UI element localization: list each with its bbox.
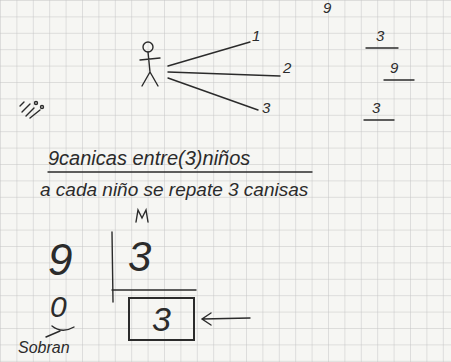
problem-statement: 9canicas entre(3)niños (48, 148, 250, 168)
pointer-arrow (202, 313, 250, 325)
quotient: 3 (152, 302, 171, 336)
dividend: 9 (48, 238, 72, 282)
pencil-sketch (20, 42, 414, 337)
number: 3 (262, 100, 270, 115)
answer-underline (364, 119, 394, 120)
remainder: 0 (50, 292, 67, 322)
pencil-mark (136, 210, 148, 222)
number: 3 (372, 100, 380, 115)
share-line (168, 78, 258, 110)
marbles-scribble (20, 102, 40, 118)
number: 9 (323, 0, 331, 15)
marble-dot (41, 106, 44, 109)
remainder-mark (52, 326, 74, 330)
stick-figure-body (140, 52, 160, 86)
number: 1 (252, 28, 260, 43)
division-bracket (112, 232, 113, 302)
marble-dot (35, 102, 38, 105)
quotient-box: 3 (128, 297, 195, 341)
share-line (168, 72, 280, 76)
answer-sentence: a cada niño se repate 3 canisas (40, 180, 308, 199)
division-bracket (112, 289, 196, 290)
number: 3 (376, 28, 384, 43)
share-line (168, 42, 250, 66)
answer-underline (384, 79, 414, 80)
divisor: 3 (128, 236, 151, 278)
number: 2 (283, 60, 291, 75)
remainder-word: Sobran (18, 340, 70, 356)
remainder-mark (46, 331, 60, 337)
number: 9 (390, 60, 398, 75)
answer-underline (366, 47, 398, 48)
stick-figure-head (143, 42, 153, 52)
sentence-underline (48, 171, 312, 172)
